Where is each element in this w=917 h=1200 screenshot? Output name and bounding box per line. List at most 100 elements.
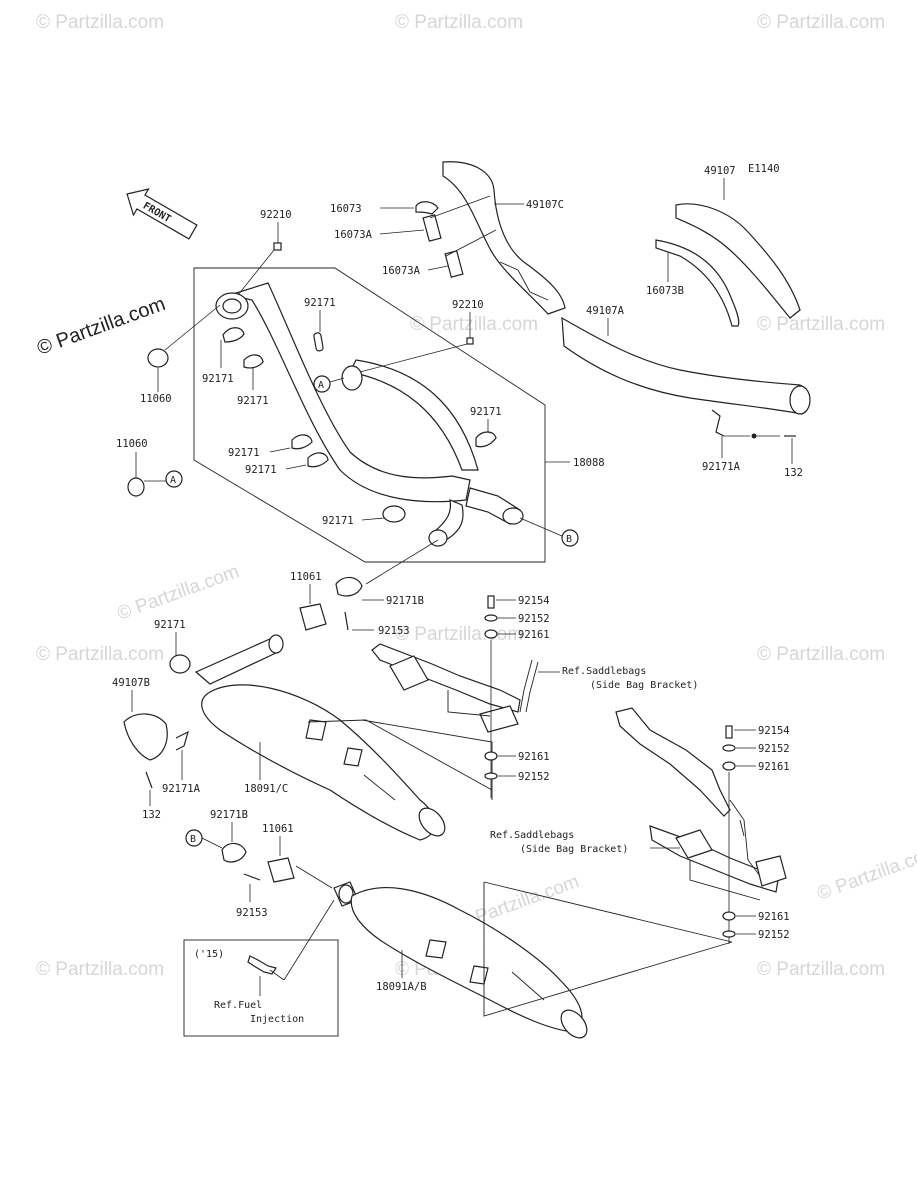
label-92171-g: 92171 xyxy=(322,515,354,527)
washer-92152-mid1 xyxy=(484,614,498,622)
watermark: © Partzilla.com xyxy=(815,841,917,905)
ref-circle-a-left xyxy=(165,470,183,488)
clamp-92171-e xyxy=(307,452,329,468)
label-92171-f: 92171 xyxy=(470,406,502,418)
label-92210-top: 92210 xyxy=(260,209,292,221)
nut-92161-mid2 xyxy=(484,751,498,761)
group-box-18088 xyxy=(193,267,546,563)
clamp-92171-d xyxy=(291,434,313,450)
watermark: © Partzilla.com xyxy=(757,959,885,980)
label-92171-b: 92171 xyxy=(202,373,234,385)
saddlebag-ref-right-line1: Ref.Saddlebags xyxy=(490,830,574,841)
watermark: © Partzilla.com xyxy=(36,12,164,33)
watermark: © Partzilla.com xyxy=(757,12,885,33)
muffler-18091c xyxy=(194,634,446,841)
label-92161-mid2: 92161 xyxy=(518,751,550,763)
clamp-92171b-bottom xyxy=(221,842,247,863)
label-18088: 18088 xyxy=(573,457,605,469)
bolt-92154-right xyxy=(725,725,733,739)
screw-132-left xyxy=(145,771,153,789)
heat-shield-49107 xyxy=(675,203,801,319)
damper-16073a-1 xyxy=(422,214,442,242)
gasket-11060-top xyxy=(147,348,169,368)
ref-a-pipe: A xyxy=(318,380,324,391)
diagram-code: E1140 xyxy=(748,163,780,175)
label-92152-right1: 92152 xyxy=(758,743,790,755)
ref-b-pipe: B xyxy=(566,534,572,545)
year-box-ref-line1: Ref.Fuel xyxy=(214,1000,262,1011)
nut-92161-mid1 xyxy=(484,629,498,639)
clamp-92171a-left xyxy=(175,730,189,751)
label-92154-right: 92154 xyxy=(758,725,790,737)
clamp-92171-g xyxy=(382,505,406,523)
label-92171b-top: 92171B xyxy=(386,595,424,607)
label-92210-mid: 92210 xyxy=(452,299,484,311)
bracket-right xyxy=(615,707,787,901)
nut-92210-top xyxy=(273,242,282,251)
watermark: © Partzilla.com xyxy=(395,624,523,645)
damper-16073 xyxy=(415,201,439,215)
label-92154-mid: 92154 xyxy=(518,595,550,607)
washer-92152-right2 xyxy=(722,930,736,938)
ref-circle-b-pipe xyxy=(561,529,579,547)
label-11061-top: 11061 xyxy=(290,571,322,583)
label-11060-mid: 11060 xyxy=(116,438,148,450)
clamp-92171-c xyxy=(243,354,264,369)
clamp-92171-h xyxy=(169,654,191,674)
gasket-11061-bottom xyxy=(267,857,295,883)
label-92161-right1: 92161 xyxy=(758,761,790,773)
label-132-right: 132 xyxy=(784,467,803,479)
label-92171a-right: 92171A xyxy=(702,461,741,473)
watermark: © Partzilla.com xyxy=(757,314,885,335)
label-92171-c: 92171 xyxy=(237,395,269,407)
clamp-92171-a xyxy=(313,332,324,352)
label-11060-top: 11060 xyxy=(140,393,172,405)
watermark: © Partzilla.com xyxy=(410,314,538,335)
ref-a-left: A xyxy=(170,475,176,486)
label-92161-right2: 92161 xyxy=(758,911,790,923)
year-box-15 xyxy=(183,939,339,1037)
clamp-92171a-right xyxy=(711,409,725,437)
bolt-92153-top xyxy=(344,611,349,631)
washer-92152-mid2 xyxy=(484,772,498,780)
clamp-92171b-top xyxy=(335,576,363,597)
watermark: © Partzilla.com xyxy=(115,561,242,625)
year-box-year: ('15) xyxy=(194,949,224,960)
front-arrow-icon: FRONT xyxy=(126,188,198,240)
saddlebag-ref-mid-line1: Ref.Saddlebags xyxy=(562,666,646,677)
watermark: © Partzilla.com xyxy=(36,959,164,980)
label-92171-a: 92171 xyxy=(304,297,336,309)
label-49107b: 49107B xyxy=(112,677,150,689)
heat-shield-49107a xyxy=(561,316,811,415)
damper-16073b xyxy=(655,239,740,327)
bolt-92153-bottom xyxy=(243,873,261,881)
gasket-11061-top xyxy=(299,603,327,631)
watermark: © Partzilla.com xyxy=(395,12,523,33)
ref-circle-a-pipe xyxy=(313,375,331,393)
label-92152-mid1: 92152 xyxy=(518,613,550,625)
nut-92161-right2 xyxy=(722,911,736,921)
label-132-left: 132 xyxy=(142,809,161,821)
clamp-92171-f xyxy=(475,431,497,448)
label-16073: 16073 xyxy=(330,203,362,215)
label-92171b-bottom: 92171B xyxy=(210,809,248,821)
heat-shield-49107b xyxy=(123,713,168,761)
saddlebag-ref-mid-line2: (Side Bag Bracket) xyxy=(590,680,698,691)
label-16073a-1: 16073A xyxy=(334,229,373,241)
label-92161-mid1: 92161 xyxy=(518,629,550,641)
heat-shield-49107c xyxy=(442,161,566,315)
label-18091c: 18091/C xyxy=(244,783,288,795)
label-49107c: 49107C xyxy=(526,199,564,211)
label-49107: 49107 xyxy=(704,165,736,177)
label-49107a: 49107A xyxy=(586,305,625,317)
nut-92161-right1 xyxy=(722,761,736,771)
clamp-92171-b xyxy=(222,327,245,343)
label-92153-top: 92153 xyxy=(378,625,410,637)
brand-watermark: © Partzilla.com xyxy=(34,293,168,360)
muffler-18091ab xyxy=(333,881,588,1039)
damper-16073a-2 xyxy=(444,250,464,278)
saddlebag-ref-right-line2: (Side Bag Bracket) xyxy=(520,844,628,855)
label-18091ab: 18091A/B xyxy=(376,981,427,993)
year-box-ref-line2: Injection xyxy=(250,1014,304,1025)
